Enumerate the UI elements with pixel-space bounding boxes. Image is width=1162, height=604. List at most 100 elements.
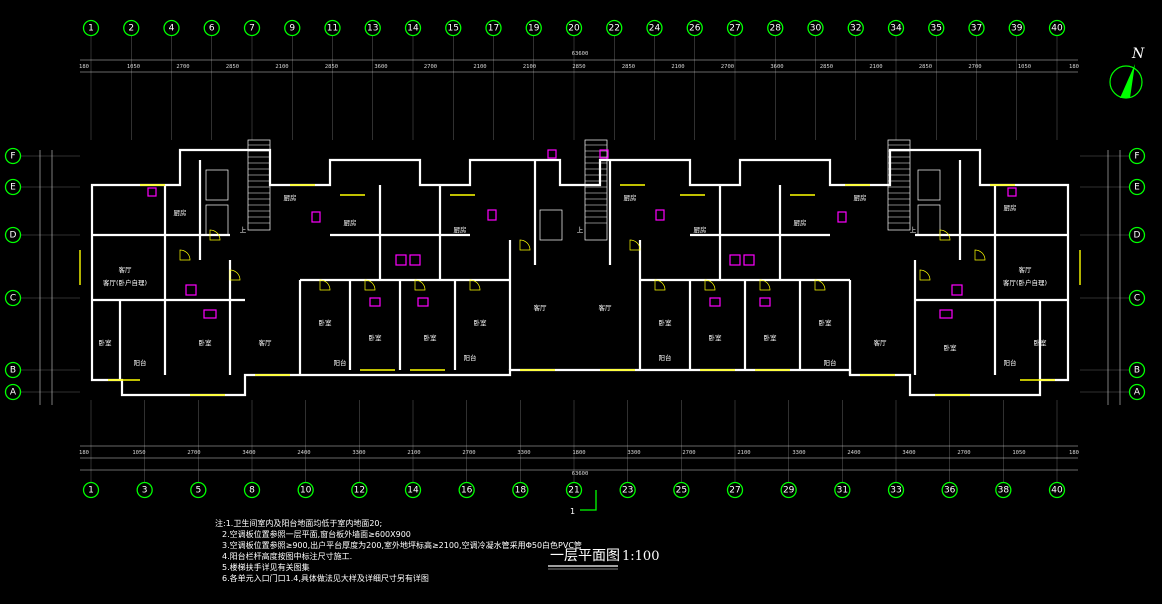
bottom-axis-label: 5 xyxy=(195,486,201,496)
dimension-value: 3400 xyxy=(902,450,915,456)
top-axis-40: 40 xyxy=(1048,19,1066,37)
side-axis-label: D xyxy=(10,231,17,241)
stair-up-label-1: 上 xyxy=(240,225,247,234)
room-living-center-east: 客厅 xyxy=(599,303,613,312)
room-kitchen-5: 厨房 xyxy=(624,193,637,202)
dimension-value: 2850 xyxy=(622,64,635,70)
side-axis-label: E xyxy=(10,183,16,193)
door-swing xyxy=(759,279,771,291)
room-kitchen-2: 厨房 xyxy=(284,193,297,202)
dimension-value: 1800 xyxy=(572,450,585,456)
side-axis-C-left: C xyxy=(4,289,22,307)
bottom-axis-label: 21 xyxy=(568,486,579,496)
top-axis-label: 11 xyxy=(327,24,338,34)
bottom-axis-31: 31 xyxy=(834,481,851,499)
bottom-axis-label: 33 xyxy=(890,486,901,496)
bottom-axis-12: 12 xyxy=(351,481,368,499)
room-kitchen-7: 厨房 xyxy=(794,218,807,227)
bottom-axis-label: 23 xyxy=(622,486,633,496)
bottom-axis-label: 1 xyxy=(88,486,94,496)
door-swing xyxy=(629,239,641,251)
side-axis-label: F xyxy=(1134,152,1139,162)
room-bedroom-1: 卧室 xyxy=(99,338,113,347)
top-axis-label: 26 xyxy=(689,24,701,34)
room-kitchen-8: 厨房 xyxy=(854,193,867,202)
building-walls xyxy=(90,148,1070,397)
dimension-value: 2400 xyxy=(297,450,310,456)
bottom-axis-label: 14 xyxy=(407,486,419,496)
dimension-value: 2700 xyxy=(957,450,970,456)
top-axis-label: 20 xyxy=(568,24,580,34)
bottom-axis-label: 38 xyxy=(998,486,1010,496)
top-axis-label: 34 xyxy=(890,24,902,34)
stair-treads xyxy=(248,144,910,224)
room-living-center-west: 客厅 xyxy=(534,303,548,312)
dimension-value: 2850 xyxy=(325,64,338,70)
room-bedroom-2: 卧室 xyxy=(199,338,213,347)
dimension-value: 2400 xyxy=(847,450,860,456)
top-axis-39: 39 xyxy=(1008,19,1025,37)
stair-up-label-2: 上 xyxy=(577,225,584,234)
top-axis-32: 32 xyxy=(847,19,864,37)
door-swing xyxy=(919,269,931,281)
dimension-value: 2700 xyxy=(721,64,734,70)
room-living-e2: 客厅 xyxy=(874,338,888,347)
dimension-value: 3400 xyxy=(242,450,255,456)
room-bedroom-12: 卧室 xyxy=(1034,338,1048,347)
top-axis-label: 1 xyxy=(88,24,94,34)
door-swing xyxy=(179,249,191,261)
bottom-axis-5: 5 xyxy=(190,481,207,499)
side-axis-F-left: F xyxy=(4,147,22,165)
room-bedroom-7: 卧室 xyxy=(659,318,673,327)
windows xyxy=(79,184,1081,396)
bottom-axis-label: 29 xyxy=(783,486,795,496)
dimension-value: 2850 xyxy=(572,64,585,70)
room-bedroom-3: 卧室 xyxy=(319,318,333,327)
bottom-axis-16: 16 xyxy=(458,481,475,499)
room-kitchen-1: 厨房 xyxy=(174,208,187,217)
dimension-lines xyxy=(39,59,1121,471)
bottom-axis-3: 3 xyxy=(136,481,153,499)
side-axis-D-right: D xyxy=(1128,226,1146,244)
top-axis-label: 15 xyxy=(448,24,459,34)
bottom-axis-23: 23 xyxy=(619,481,636,499)
top-axis-label: 40 xyxy=(1051,24,1063,34)
section-mark-label: 1 xyxy=(570,507,575,516)
dimension-value: 3300 xyxy=(627,450,640,456)
room-kitchen-3: 厨房 xyxy=(344,218,357,227)
dimension-value: 2700 xyxy=(176,64,189,70)
room-living-east-note: 客厅(卧户自理) xyxy=(1003,278,1047,287)
bottom-axis-29: 29 xyxy=(780,481,797,499)
top-axis-label: 4 xyxy=(169,24,175,34)
top-axis-label: 6 xyxy=(209,24,215,34)
dimension-value: 2100 xyxy=(275,64,288,70)
top-axis-27: 27 xyxy=(726,19,744,37)
top-axis-4: 4 xyxy=(163,19,180,37)
top-axis-label: 32 xyxy=(850,24,861,34)
dimension-value: 3600 xyxy=(770,64,783,70)
top-axis-30: 30 xyxy=(807,19,824,37)
bottom-axis-label: 10 xyxy=(300,486,312,496)
note-line: 4.阳台栏杆高度按图中标注尺寸施工. xyxy=(222,551,352,561)
note-line: 5.楼梯扶手详见有关图集 xyxy=(222,562,310,572)
top-axis-11: 11 xyxy=(324,19,341,37)
dimension-value: 2700 xyxy=(424,64,437,70)
axis-grid-lines xyxy=(90,36,1058,482)
room-bedroom-5: 卧室 xyxy=(424,333,438,342)
door-swing xyxy=(939,229,951,241)
bottom-axis-33: 33 xyxy=(887,481,905,499)
side-axis-E-right: E xyxy=(1128,178,1146,196)
bottom-axis-label: 12 xyxy=(354,486,365,496)
side-axis-C-right: C xyxy=(1128,289,1146,307)
room-balcony-4: 阳台 xyxy=(659,353,672,362)
dimension-value: 2700 xyxy=(462,450,475,456)
dimension-value: 1050 xyxy=(1012,450,1025,456)
bottom-axis-label: 40 xyxy=(1051,486,1063,496)
bottom-total-dimension: 63600 xyxy=(572,471,589,477)
room-balcony-1: 阳台 xyxy=(134,358,147,367)
side-axis-A-right: A xyxy=(1128,383,1146,401)
room-living-east: 客厅 xyxy=(1019,265,1033,274)
room-labels: 客厅 客厅(卧户自理) 客厅 客厅 客厅 客厅 客厅 客厅(卧户自理) 卧室 卧… xyxy=(99,193,1048,367)
side-axis-label: C xyxy=(1134,294,1140,304)
room-balcony-2: 阳台 xyxy=(334,358,347,367)
